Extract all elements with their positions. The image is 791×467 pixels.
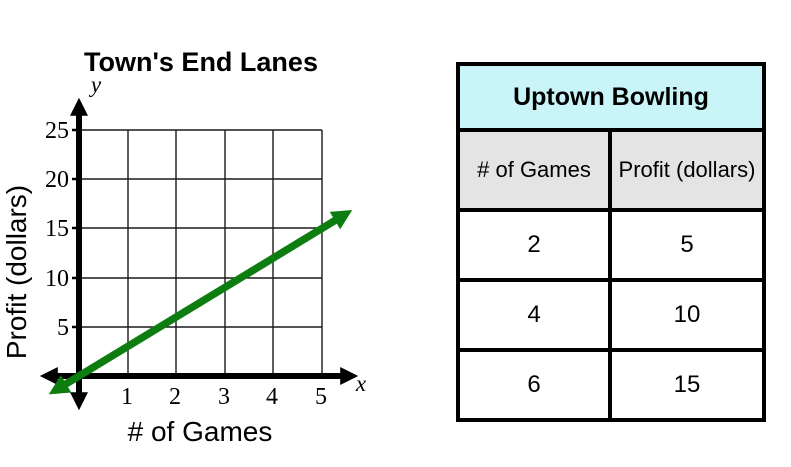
x-tick-label: 2 [169,384,181,410]
y-axis-letter: y [89,72,102,97]
table-title-row: Uptown Bowling [456,62,766,132]
column-header-profit: Profit (dollars) [608,128,766,212]
games-value: 4 [456,278,612,352]
profit-value: 5 [608,208,766,282]
profit-trend-line [48,210,353,395]
y-tick-label: 25 [45,118,69,144]
table-title: Uptown Bowling [456,62,766,132]
y-tick-label: 20 [45,167,69,193]
table-row: 6 15 [456,348,766,422]
y-tick-label: 5 [57,315,69,341]
y-tick-label: 10 [45,266,69,292]
x-tick-label: 3 [218,384,230,410]
y-axis-title: Profit (dollars) [1,185,32,359]
table-header-row: # of Games Profit (dollars) [456,128,766,212]
column-header-games: # of Games [456,128,612,212]
y-tick-label: 15 [45,216,69,242]
x-tick-label: 5 [315,384,327,410]
x-tick-label: 4 [266,384,278,410]
profit-value: 10 [608,278,766,352]
towns-end-lanes-graph: Town's End Lanes y x 25 20 15 10 5 1 2 3… [1,47,367,447]
x-axis-letter: x [355,371,367,396]
graph-svg: Town's End Lanes y x 25 20 15 10 5 1 2 3… [1,47,367,447]
profit-value: 15 [608,348,766,422]
x-tick-label: 1 [121,384,133,410]
games-value: 2 [456,208,612,282]
games-value: 6 [456,348,612,422]
uptown-bowling-table: Uptown Bowling # of Games Profit (dollar… [456,62,766,422]
table-row: 2 5 [456,208,766,282]
x-axis-title: # of Games [128,416,273,447]
graph-title: Town's End Lanes [84,47,318,77]
table-row: 4 10 [456,278,766,352]
